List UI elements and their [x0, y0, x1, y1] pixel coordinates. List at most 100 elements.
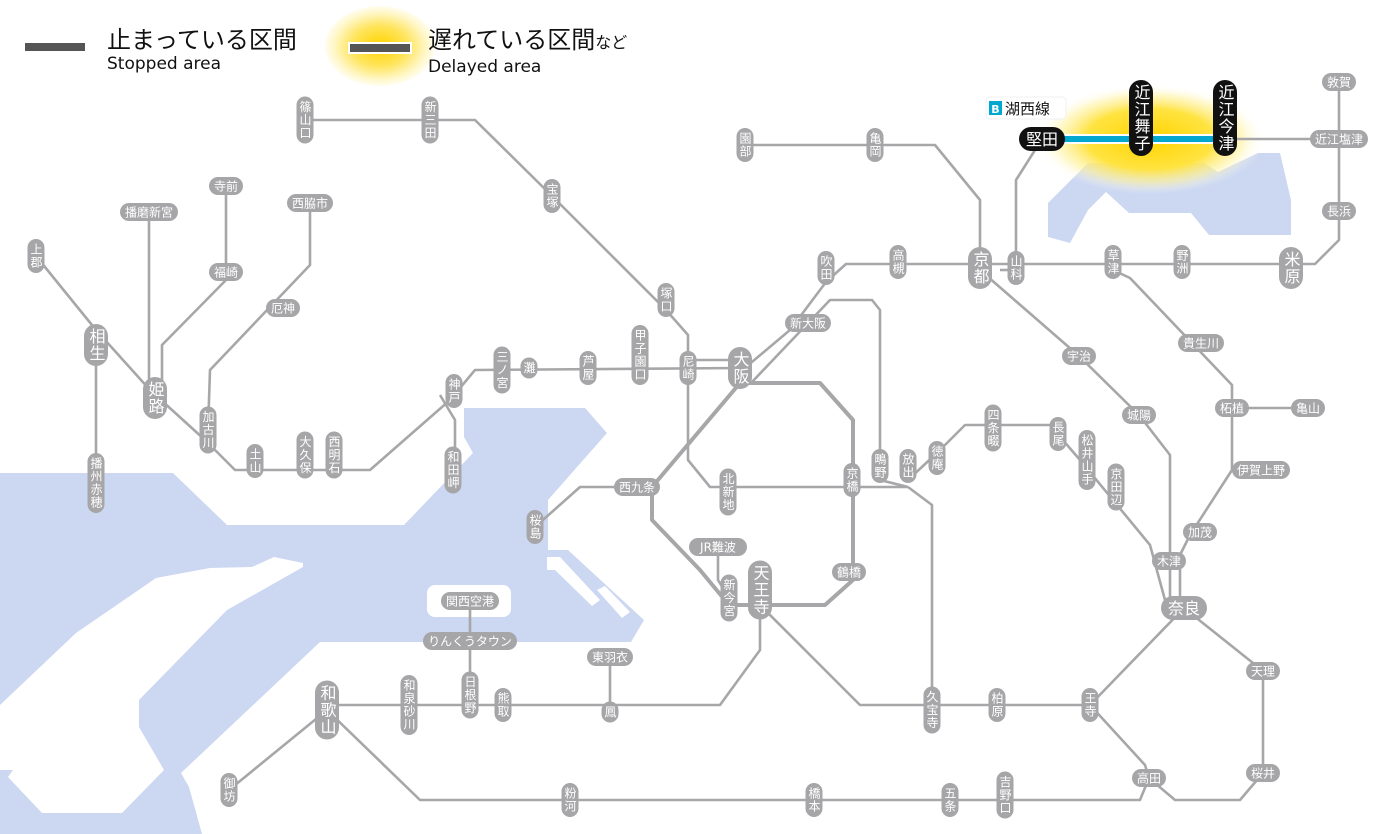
station-34[interactable]: 高田: [1132, 769, 1166, 787]
station-70[interactable]: 甲子園口: [631, 325, 649, 385]
station-16[interactable]: 近江塩津: [1310, 130, 1368, 148]
station-72[interactable]: 西明石: [325, 431, 343, 479]
station-pill: [1161, 596, 1207, 620]
station-4[interactable]: 塚口: [657, 283, 675, 317]
station-50[interactable]: 長尾: [1049, 417, 1067, 451]
station-23[interactable]: 宇治: [1062, 347, 1096, 365]
station-67[interactable]: 三ノ宮: [493, 346, 511, 394]
station-6[interactable]: 大阪: [728, 347, 752, 389]
station-15[interactable]: 長浜: [1322, 202, 1356, 220]
station-45[interactable]: 鶴橋: [832, 563, 866, 581]
station-25[interactable]: 貴生川: [1178, 334, 1224, 352]
station-2[interactable]: 新三田: [421, 96, 439, 144]
station-43[interactable]: 新今宮: [720, 574, 738, 622]
station-82[interactable]: 相生: [84, 324, 108, 366]
station-57[interactable]: りんくうタウン: [423, 632, 517, 650]
station-pill: [209, 177, 243, 195]
station-24[interactable]: 城陽: [1122, 406, 1156, 424]
station-73[interactable]: 大久保: [296, 431, 314, 479]
station-41[interactable]: 北新地: [719, 468, 737, 516]
station-80[interactable]: 播磨新宮: [120, 203, 178, 221]
station-79[interactable]: 寺前: [209, 177, 243, 195]
station-84[interactable]: 播州赤穂: [87, 453, 105, 513]
station-56[interactable]: 日根野: [461, 671, 479, 719]
station-38[interactable]: 放出: [899, 449, 917, 483]
station-58[interactable]: 関西空港: [441, 592, 499, 610]
station-33[interactable]: 桜井: [1246, 764, 1280, 782]
station-20[interactable]: 近江今津: [1213, 80, 1237, 156]
station-49[interactable]: 徳庵: [928, 441, 946, 475]
station-47[interactable]: 桜島: [526, 510, 544, 544]
station-11[interactable]: 山科: [1007, 251, 1025, 285]
station-39[interactable]: 鴫野: [871, 449, 889, 483]
station-8[interactable]: 吹田: [817, 251, 835, 285]
station-42[interactable]: JR難波: [689, 538, 747, 556]
station-21[interactable]: 園部: [736, 128, 754, 162]
station-31[interactable]: 奈良: [1161, 596, 1207, 620]
station-9[interactable]: 高槻: [889, 245, 907, 279]
station-36[interactable]: 柏原: [988, 688, 1006, 722]
station-52[interactable]: 京田辺: [1107, 463, 1125, 511]
station-pill: [968, 247, 992, 289]
station-12[interactable]: 草津: [1104, 245, 1122, 279]
station-name: 西九条: [619, 481, 655, 495]
station-19[interactable]: 近江舞子: [1129, 80, 1153, 156]
station-name: 芦屋: [581, 355, 595, 381]
station-26[interactable]: 柘植: [1215, 399, 1249, 417]
station-77[interactable]: 西脇市: [287, 194, 333, 212]
station-pill: [1019, 127, 1065, 151]
station-51[interactable]: 松井山手: [1078, 430, 1096, 490]
station-pill: [400, 675, 418, 735]
station-10[interactable]: 京都: [968, 247, 992, 289]
station-27[interactable]: 亀山: [1291, 399, 1325, 417]
station-75[interactable]: 加古川: [199, 406, 217, 454]
station-54[interactable]: 鳳: [601, 701, 619, 723]
station-74[interactable]: 土山: [246, 444, 264, 478]
station-37[interactable]: 久宝寺: [923, 686, 941, 734]
station-pill: [805, 783, 823, 817]
station-18[interactable]: 堅田: [1019, 127, 1065, 151]
station-30[interactable]: 木津: [1152, 552, 1186, 570]
station-71[interactable]: 和田岬: [444, 446, 462, 494]
station-69[interactable]: 芦屋: [579, 351, 597, 385]
station-68[interactable]: 灘: [520, 357, 538, 379]
station-name: 塚口: [659, 287, 673, 313]
station-78[interactable]: 福崎: [209, 263, 243, 281]
station-60[interactable]: 和歌山: [315, 680, 339, 740]
station-17[interactable]: 敦賀: [1322, 73, 1356, 91]
station-1[interactable]: 篠山口: [296, 96, 314, 144]
station-name: 木津: [1157, 555, 1181, 569]
line-gakkentoshi: [907, 423, 1167, 601]
station-14[interactable]: 米原: [1279, 247, 1303, 289]
station-22[interactable]: 亀岡: [866, 128, 884, 162]
station-40[interactable]: 京橋: [843, 463, 861, 497]
station-64[interactable]: 五条: [941, 783, 959, 817]
station-name: 加古川: [201, 410, 215, 449]
station-46[interactable]: 西九条: [614, 478, 660, 496]
station-29[interactable]: 加茂: [1183, 523, 1217, 541]
station-61[interactable]: 御坊: [220, 773, 238, 807]
station-81[interactable]: 姫路: [143, 377, 167, 419]
station-3[interactable]: 宝塚: [543, 179, 561, 213]
station-7[interactable]: 新大阪: [785, 314, 831, 332]
station-13[interactable]: 野洲: [1173, 245, 1191, 279]
station-65[interactable]: 吉野口: [996, 771, 1014, 819]
station-5[interactable]: 尼崎: [679, 351, 697, 385]
station-53[interactable]: 東羽衣: [587, 648, 633, 666]
station-83[interactable]: 上郡: [27, 239, 45, 273]
station-32[interactable]: 天理: [1246, 662, 1280, 680]
station-48[interactable]: 四条畷: [984, 404, 1002, 452]
station-63[interactable]: 橋本: [805, 783, 823, 817]
station-44[interactable]: 天王寺: [748, 560, 772, 620]
station-62[interactable]: 粉河: [561, 783, 579, 817]
station-55[interactable]: 熊取: [494, 688, 512, 722]
line-nara: [979, 269, 1172, 600]
station-59[interactable]: 和泉砂川: [400, 675, 418, 735]
line-takarazuka: [305, 118, 908, 489]
station-35[interactable]: 王寺: [1081, 688, 1099, 722]
station-pill: [27, 239, 45, 273]
station-28[interactable]: 伊賀上野: [1232, 461, 1290, 479]
port-island-1: [547, 557, 600, 606]
station-66[interactable]: 神戸: [445, 374, 463, 408]
station-76[interactable]: 厄神: [266, 299, 300, 317]
